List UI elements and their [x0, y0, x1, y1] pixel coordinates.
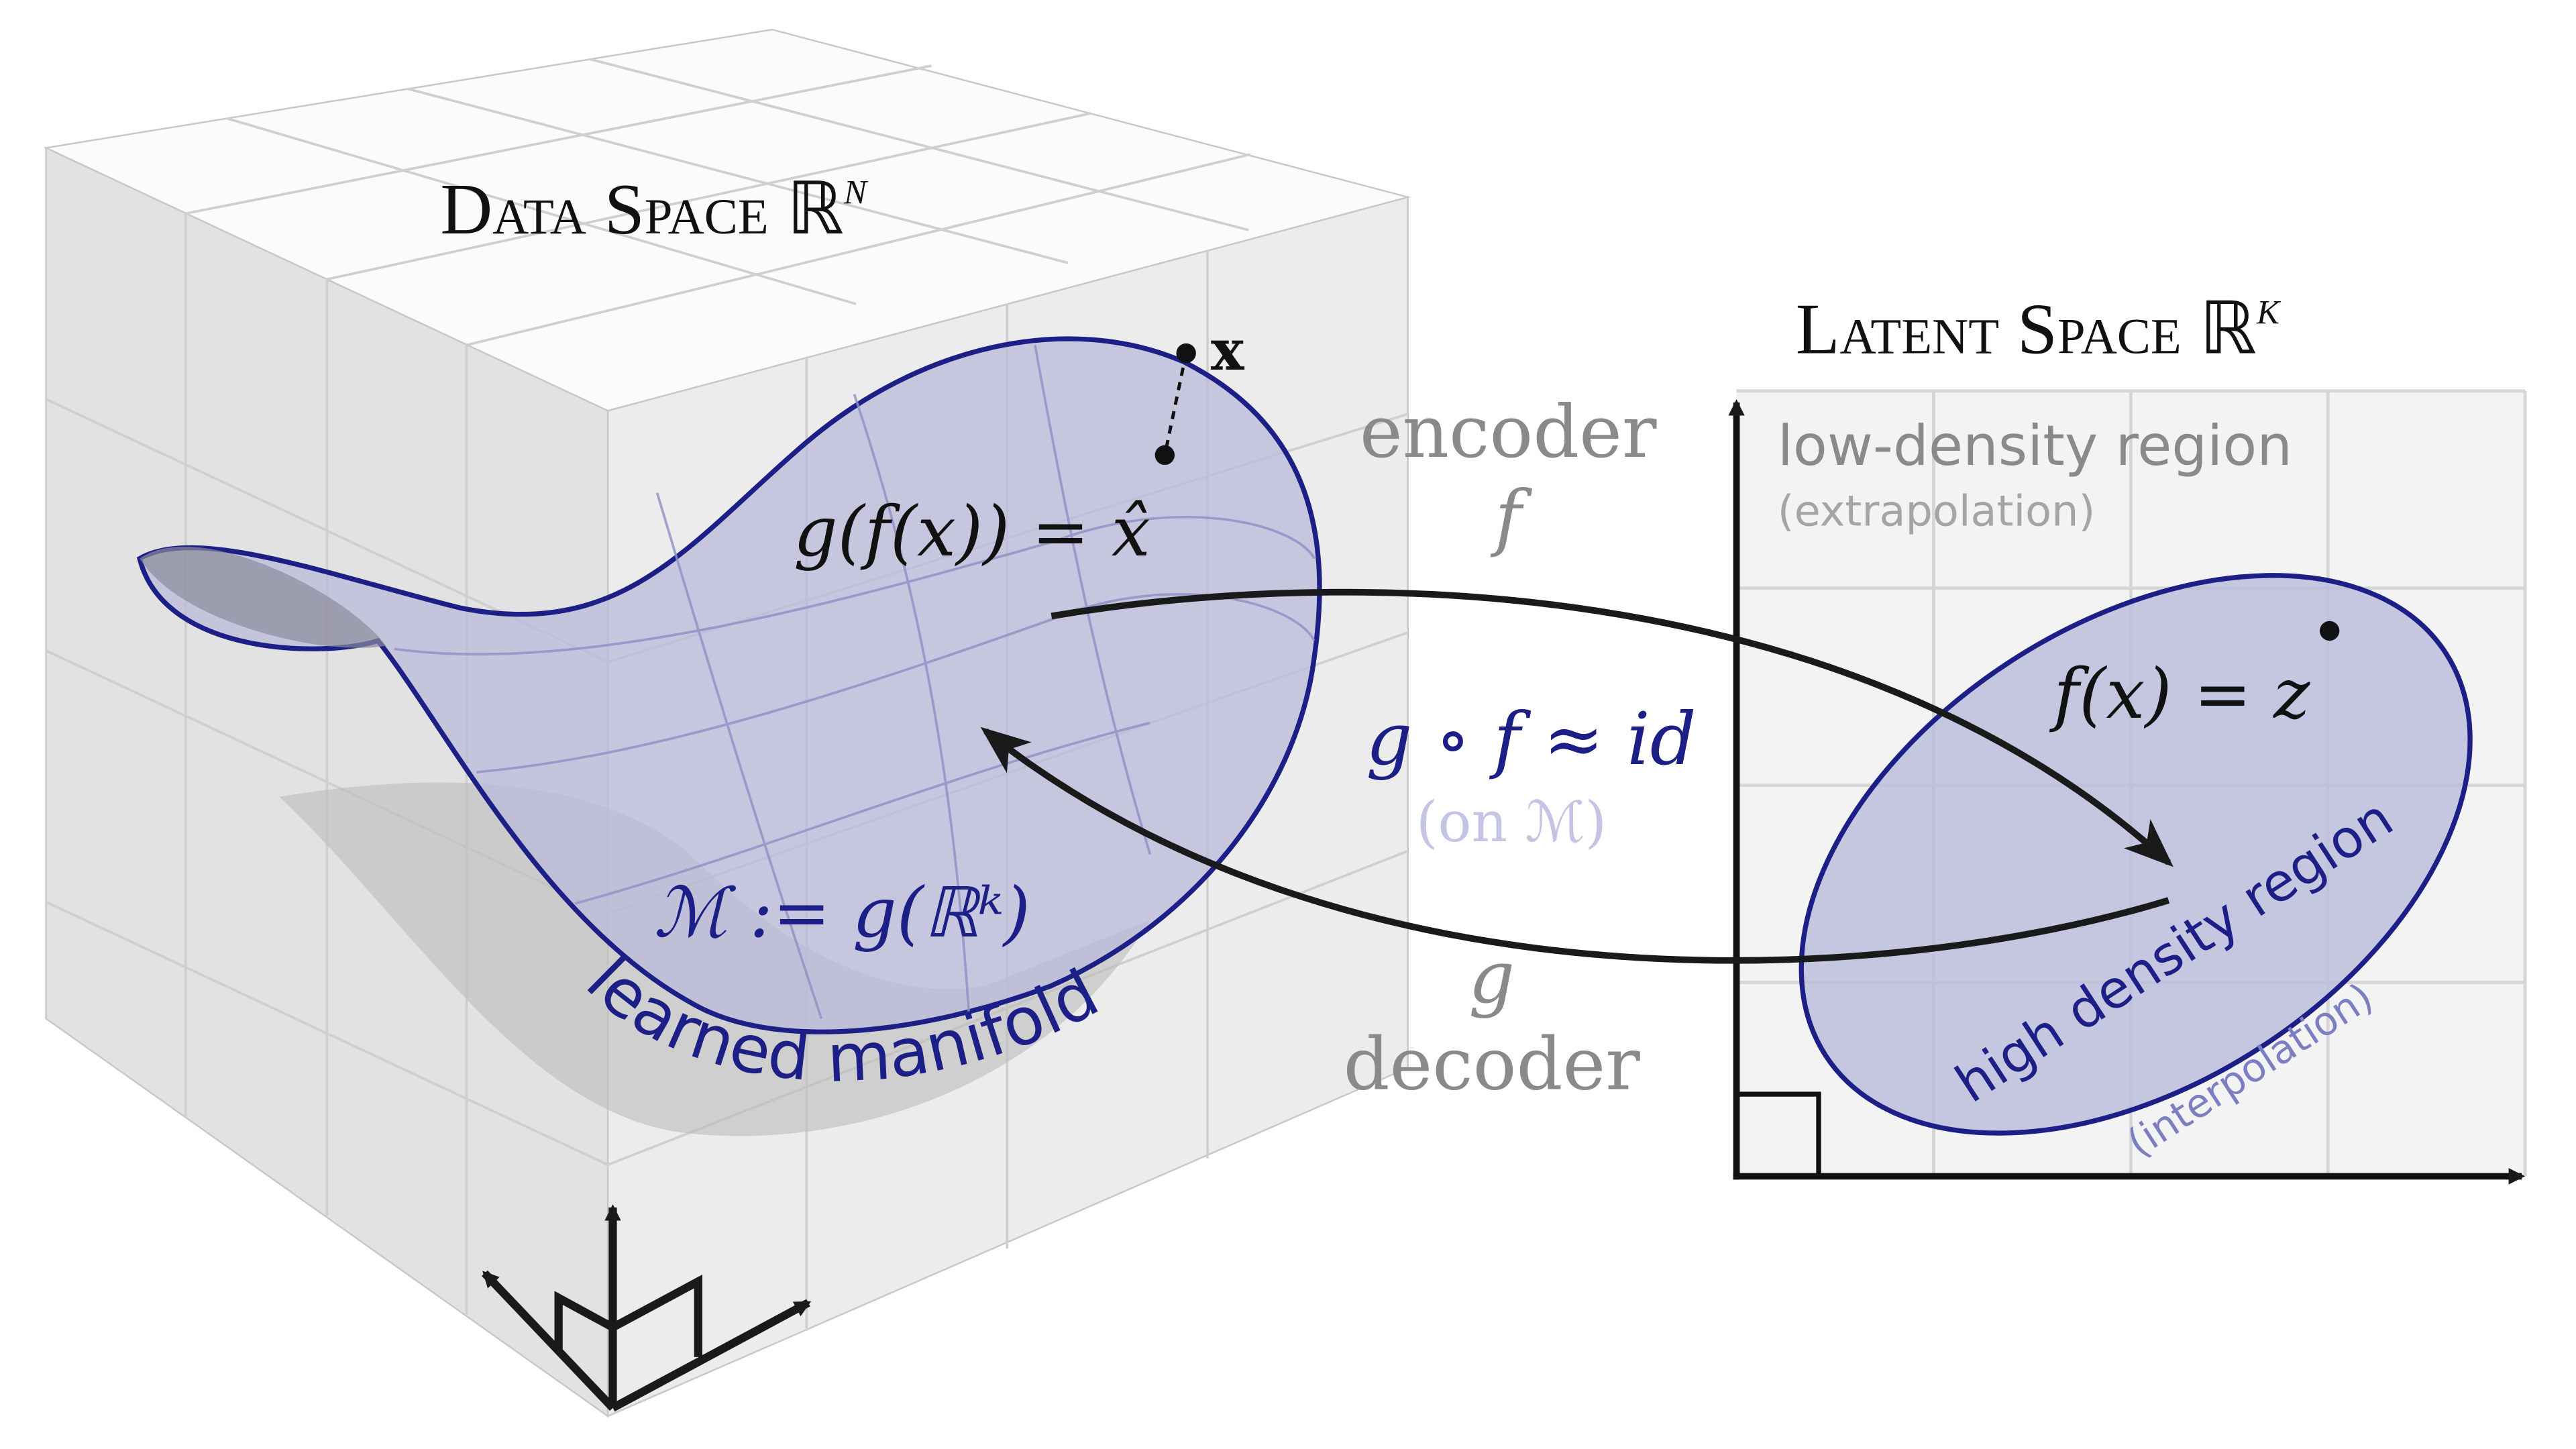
decoder-symbol: g [1468, 936, 1515, 1020]
encoder-label: encoder [1360, 390, 1657, 474]
identity-note: (on ℳ) [1416, 790, 1607, 855]
point-x [1176, 343, 1196, 364]
data-space-title: Data Space ℝn [440, 160, 869, 250]
latent-space-title: Latent Space ℝk [1796, 280, 2282, 369]
projection-line [1163, 353, 1188, 455]
identity-label: g ∘ f ≈ id [1366, 698, 1696, 782]
encoder-arrow [1051, 588, 2174, 867]
point-x-label: x [1211, 317, 1245, 383]
decoder-label: decoder [1344, 1023, 1641, 1107]
point-z [2319, 621, 2340, 641]
learned-manifold [136, 336, 1322, 1034]
right-angle-marker [1736, 1091, 1821, 1177]
decoder-arrow [980, 727, 2170, 964]
latent-space [1728, 389, 2527, 1185]
manifold-definition: ℳ := g(ℝᵏ) [654, 873, 1030, 953]
reconstruction-label: g(f(x)) = x̂ [794, 492, 1150, 572]
encoding-label: f(x) = z [2049, 655, 2310, 735]
low-density-note: (extrapolation) [1778, 487, 2096, 537]
point-x-hat [1155, 445, 1175, 466]
basis-axes-icon [482, 1204, 812, 1412]
low-density-label: low-density region [1778, 413, 2292, 478]
encoder-symbol: f [1490, 476, 1532, 559]
cube-top-face [43, 28, 1411, 412]
